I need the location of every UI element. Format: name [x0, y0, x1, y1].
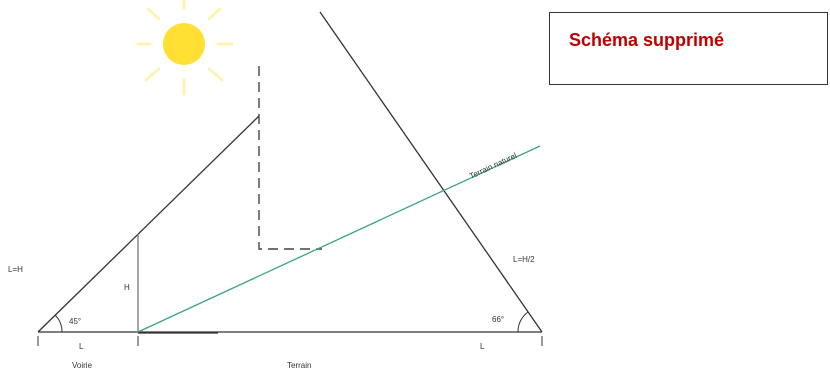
label-angle-left: 45° [69, 317, 81, 326]
angle-arc-45 [54, 314, 63, 333]
deleted-diagram-text: Schéma supprimé [569, 30, 725, 50]
label-length-right: L [480, 342, 485, 351]
prospect-line-66 [319, 11, 543, 333]
natural-ground-line [137, 145, 541, 333]
label-right-ratio: L=H/2 [513, 255, 535, 264]
label-natural-ground: Terrain naturel [468, 151, 518, 181]
label-road: Voirie [72, 361, 93, 370]
sun-icon [136, 0, 234, 96]
label-angle-right: 66° [492, 315, 504, 324]
label-length-left: L [79, 342, 84, 351]
label-left-ratio: L=H [8, 265, 23, 274]
label-height: H [124, 283, 130, 292]
label-plot: Terrain [287, 361, 311, 370]
deleted-diagram-notice: Schéma supprimé [549, 12, 828, 85]
prospect-line-45 [37, 115, 260, 333]
angle-arc-66 [517, 311, 529, 333]
building-outline-dashed [258, 66, 322, 250]
